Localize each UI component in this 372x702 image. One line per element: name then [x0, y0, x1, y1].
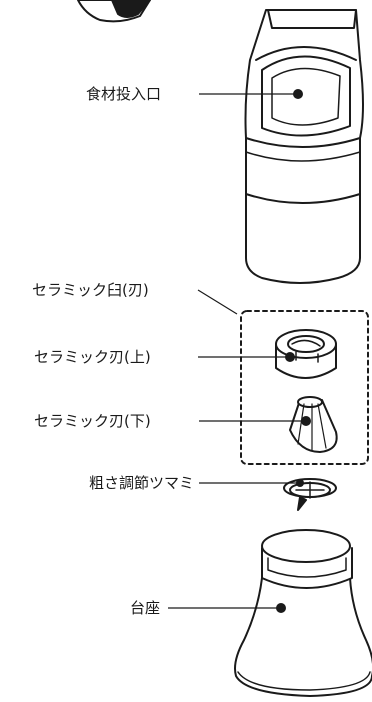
coarseness-knob-shape: [283, 478, 337, 511]
ceramic-blade-lower-shape: [289, 396, 338, 453]
hopper-housing: [244, 9, 364, 284]
base-shape: [234, 529, 372, 697]
leader-dot-blade-lower: [301, 416, 311, 426]
ceramic-mill-group-box: [240, 310, 369, 465]
label-base: 台座: [130, 599, 161, 617]
leader-dot-food-inlet: [293, 89, 303, 99]
leader-lines: [168, 93, 306, 609]
label-ceramic-blade-upper: セラミック刃(上): [34, 348, 151, 366]
leader-dots: [276, 89, 311, 613]
leader-dot-coarseness-knob: [296, 479, 304, 487]
leader-dot-blade-upper: [285, 352, 295, 362]
label-coarseness-knob: 粗さ調節ツマミ: [89, 474, 195, 492]
label-food-inlet: 食材投入口: [86, 85, 162, 103]
leader-dot-base: [276, 603, 286, 613]
ceramic-blade-upper-shape: [275, 329, 337, 379]
leader-line-ceramic-mill: [197, 289, 238, 315]
label-ceramic-mill: セラミック臼(刃): [32, 281, 149, 299]
label-ceramic-blade-lower: セラミック刃(下): [34, 412, 151, 430]
partial-part-top-left: [77, 0, 151, 23]
